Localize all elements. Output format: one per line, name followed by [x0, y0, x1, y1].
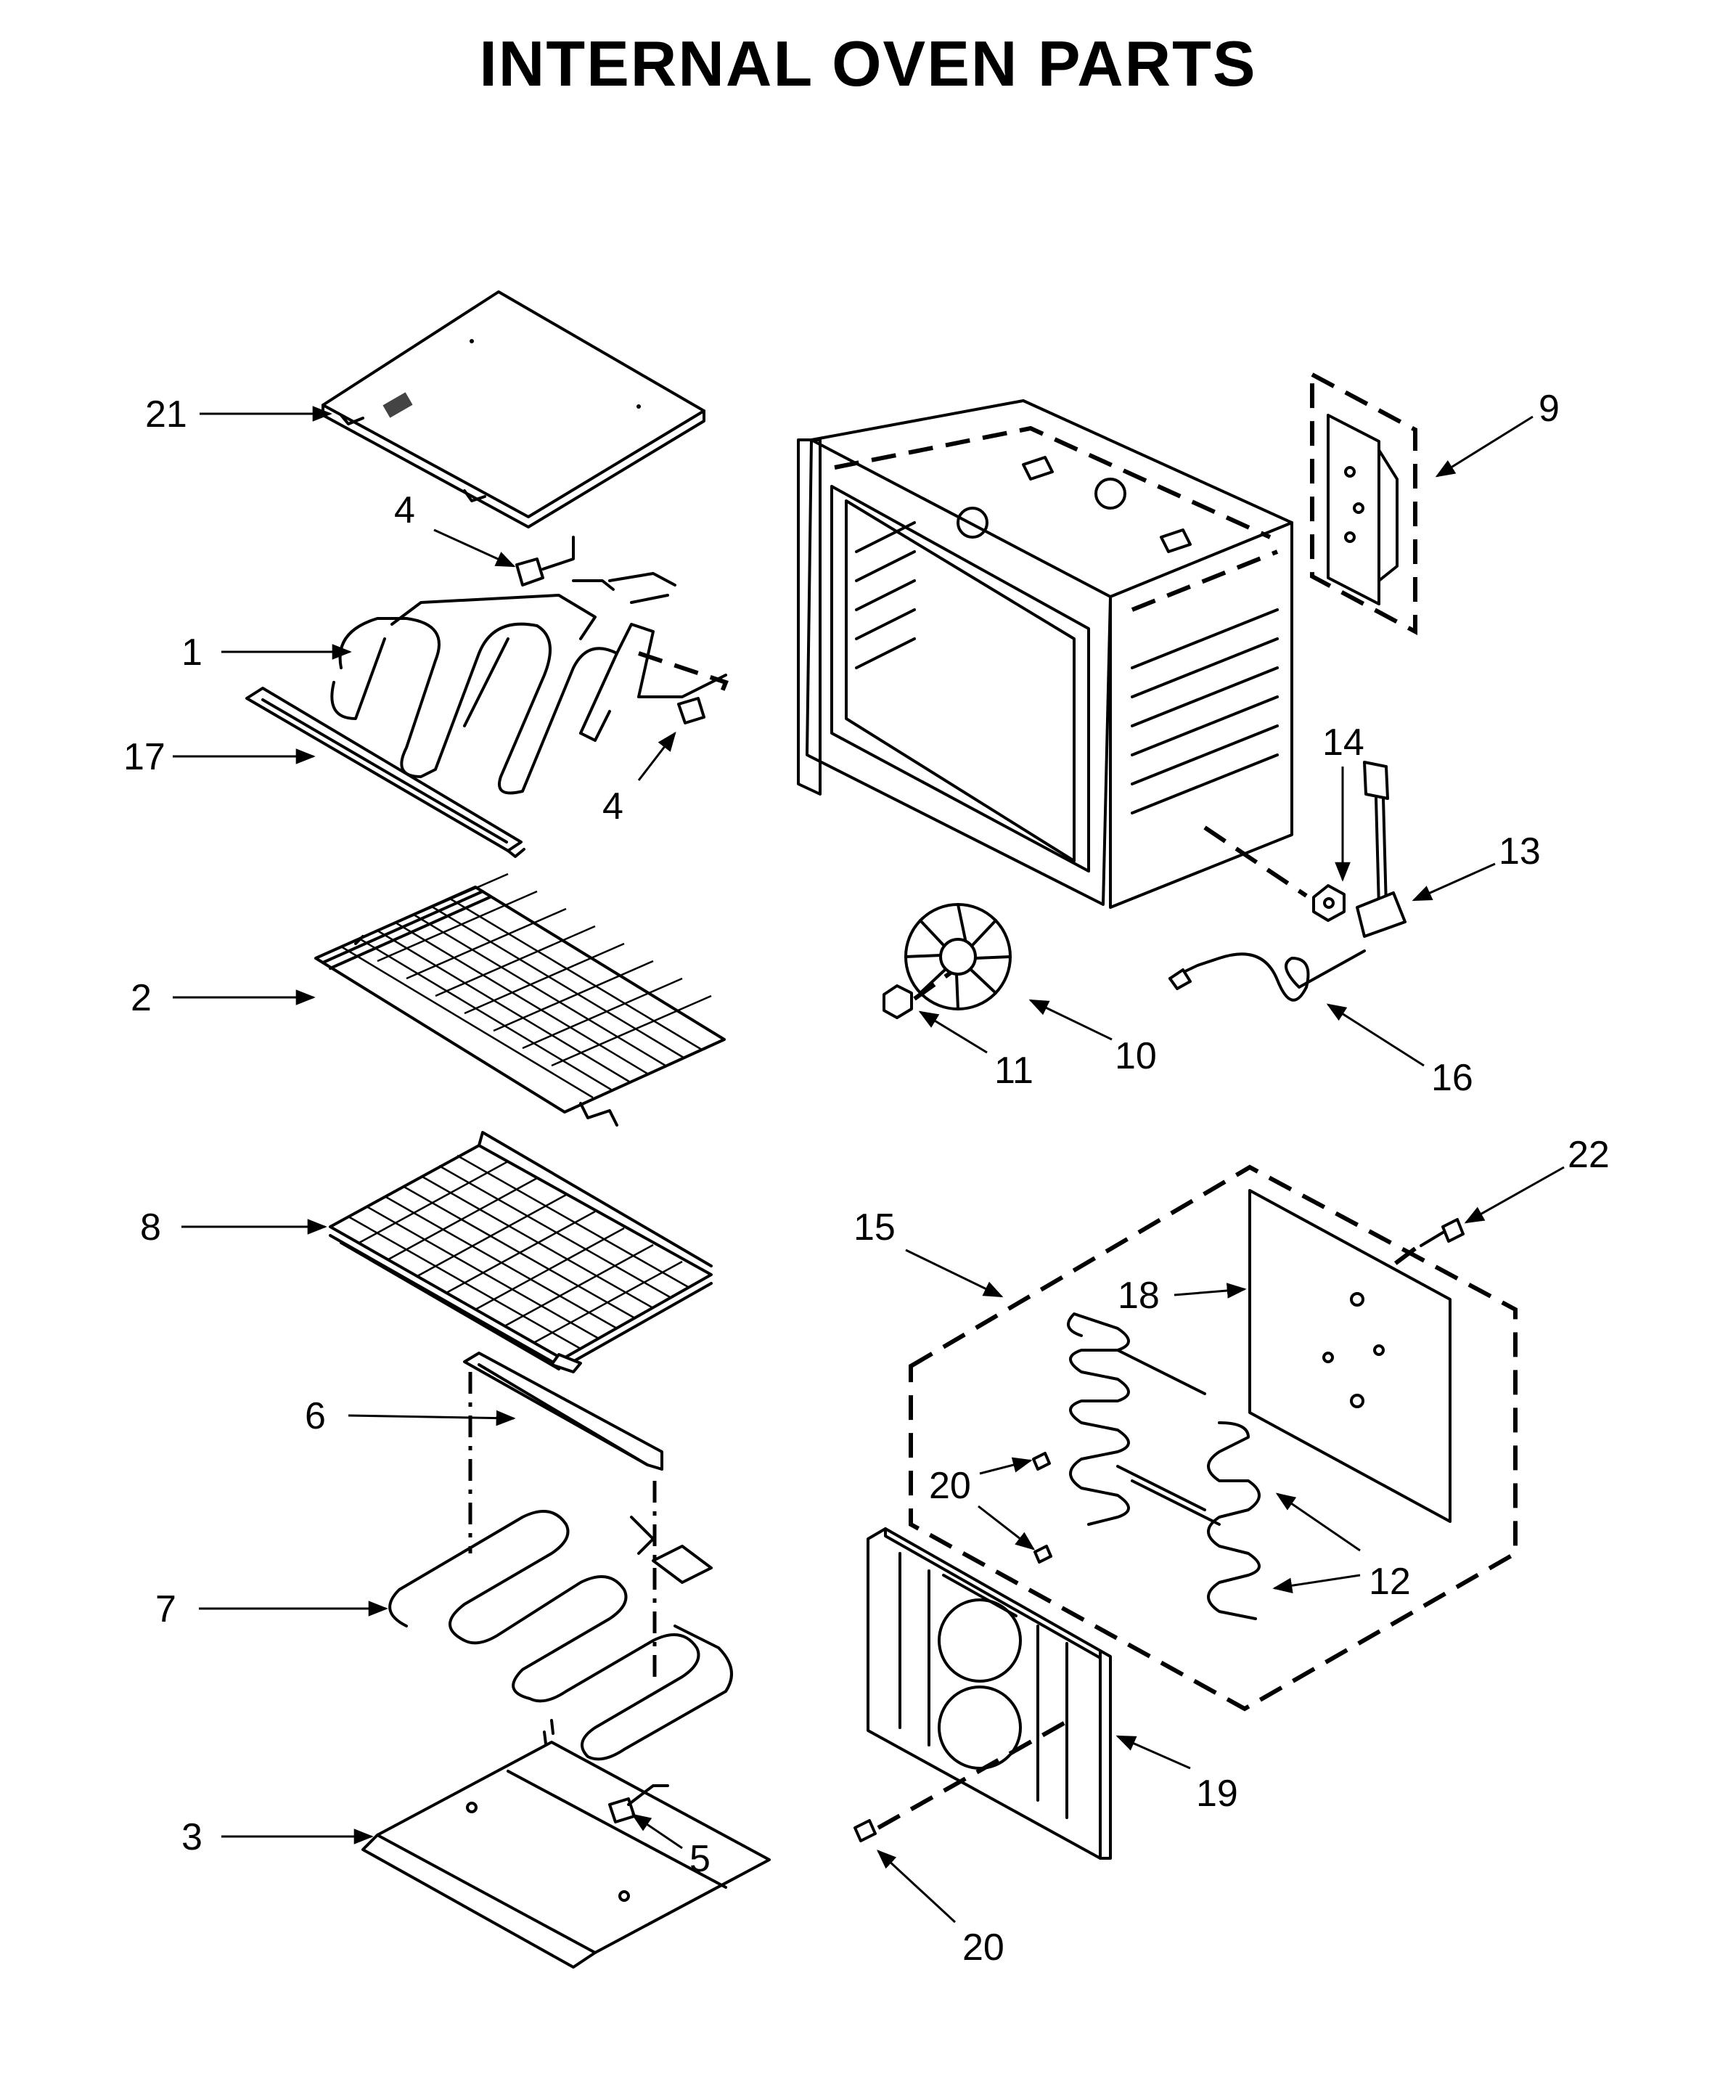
- callout-17: 17: [123, 736, 165, 778]
- part-12-convection-element: [1067, 1312, 1261, 1620]
- callout-3: 3: [181, 1816, 202, 1858]
- callout-1: 1: [181, 632, 202, 674]
- callout-7: 7: [155, 1588, 176, 1630]
- callout-labels: 21 4 1 17 4 2 8 6 7 3 5 9 14 13 11 10 16…: [123, 388, 1610, 1969]
- callout-15: 15: [853, 1206, 896, 1249]
- part-4-terminal-lower: [638, 651, 729, 724]
- part-17-vent-trim: [245, 687, 525, 858]
- part-16-temperature-sensor: [1168, 949, 1366, 1002]
- callout-19: 19: [1196, 1773, 1238, 1815]
- callout-4-upper: 4: [394, 489, 415, 531]
- part-11-guide-line: [913, 971, 952, 1001]
- part-13-convection-motor: [1356, 761, 1407, 938]
- callout-20-lower: 20: [962, 1927, 1004, 1969]
- callout-9: 9: [1539, 388, 1560, 430]
- callout-4-lower: 4: [602, 785, 623, 828]
- callout-8: 8: [140, 1206, 161, 1249]
- part-10-fan-blade: [904, 903, 1012, 1010]
- part-11-nut: [883, 984, 913, 1019]
- callout-13: 13: [1499, 830, 1541, 873]
- callout-2: 2: [131, 977, 152, 1019]
- part-3-bottom-cover: [361, 1719, 771, 1969]
- callout-12: 12: [1369, 1561, 1411, 1603]
- part-18-back-panel: [1248, 1189, 1452, 1523]
- part-15-assembly-outline: [909, 1164, 1518, 1712]
- part-21-top-cover: [322, 290, 705, 528]
- part-7-bake-element: [388, 1510, 733, 1761]
- leader-arrows: [173, 406, 1565, 1924]
- callout-5: 5: [689, 1838, 711, 1880]
- page-title: INTERNAL OVEN PARTS: [479, 28, 1256, 99]
- part-20-screw-lower: [853, 1819, 877, 1842]
- part-22-guide-line: [1385, 1246, 1417, 1272]
- part-14-nut: [1312, 884, 1346, 922]
- part-8-sliding-rack: [329, 1131, 713, 1373]
- callout-21: 21: [145, 393, 187, 436]
- part-19-fan-cover: [867, 1527, 1112, 1860]
- part-9-mounting-bracket: [1310, 370, 1417, 636]
- part-14-guide-line: [1203, 825, 1308, 898]
- part-1-broil-element: [330, 594, 727, 795]
- part-2-oven-rack: [314, 873, 726, 1127]
- part-22-screw: [1420, 1218, 1465, 1247]
- part-20-screw-upper: [1032, 1452, 1052, 1564]
- callout-20-upper: 20: [929, 1465, 971, 1507]
- callout-14: 14: [1322, 722, 1364, 764]
- callout-10: 10: [1115, 1035, 1157, 1077]
- callout-22: 22: [1568, 1134, 1610, 1176]
- oven-cavity: [797, 399, 1293, 909]
- callout-11: 11: [994, 1050, 1033, 1092]
- callout-16: 16: [1431, 1057, 1473, 1099]
- callout-6: 6: [305, 1395, 326, 1437]
- part-4-terminal-upper: [515, 536, 676, 604]
- callout-18: 18: [1118, 1275, 1160, 1317]
- part-6-vent-channel: [463, 1352, 663, 1471]
